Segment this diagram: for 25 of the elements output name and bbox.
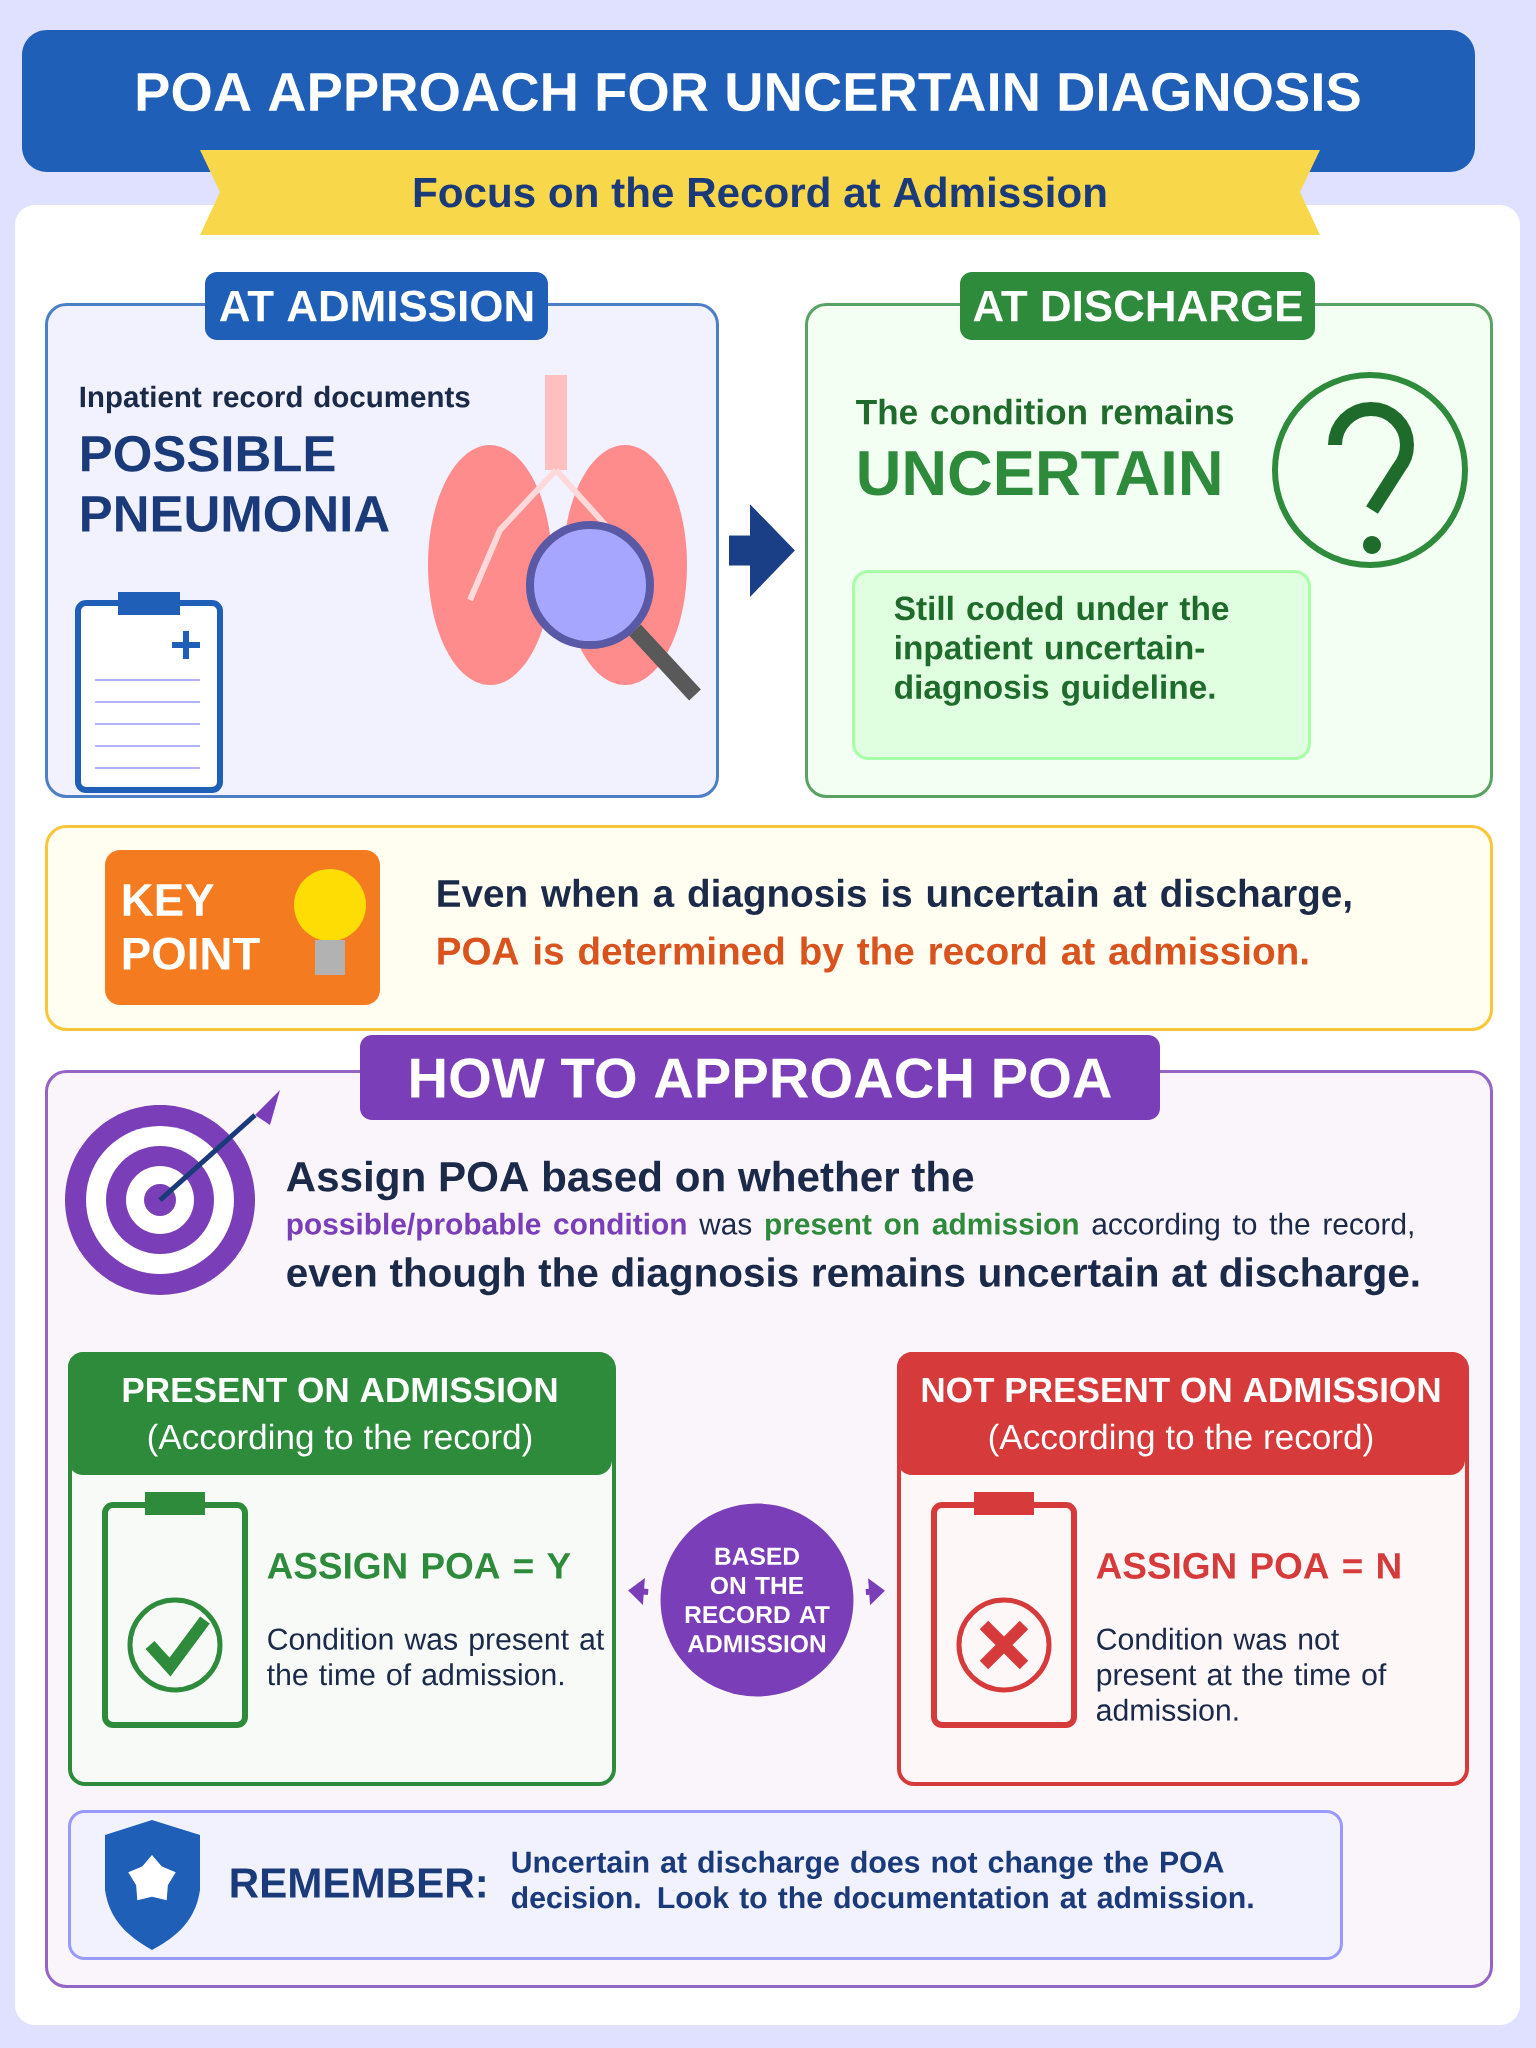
result-heading: ASSIGN POA = Y xyxy=(267,1552,571,1579)
node-label: present on admission xyxy=(766,1212,1078,1241)
card-header: NOT PRESENT ON ADMISSION (According to the record) xyxy=(897,1352,1465,1475)
highlight-text: UNCERTAIN xyxy=(859,450,1220,496)
node-label: possible/probable condition xyxy=(287,1212,686,1241)
body-text: Inpatient record documents xyxy=(80,385,470,414)
body-text: Uncertain at discharge does not change the POA decision. Look to the documentation at admission. xyxy=(511,1850,1253,1909)
subtitle-ribbon: Focus on the Record at Admission xyxy=(200,150,1320,236)
body-text: Condition was present at the time of admission. xyxy=(267,1627,605,1686)
heading-tab: HOW TO APPROACH POA xyxy=(360,1035,1160,1120)
node-label: according to the record, xyxy=(1092,1212,1413,1241)
body-text: Even when a diagnosis is uncertain at discharge, POA is determined by the record at admission. xyxy=(438,878,1351,973)
reminder-heading: REMEMBER: xyxy=(231,1868,485,1898)
node-label: even though the diagnosis remains uncertain at discharge. xyxy=(287,1257,1419,1296)
heading-tab: AT DISCHARGE xyxy=(960,272,1315,340)
card-header: PRESENT ON ADMISSION (According to the record) xyxy=(68,1352,612,1475)
result-heading: ASSIGN POA = N xyxy=(1096,1552,1400,1579)
node-label: was xyxy=(699,1218,752,1235)
note-box: Still coded under the inpatient uncertain-diagnosis guideline. xyxy=(852,570,1311,760)
body-text: The condition remains xyxy=(856,398,1234,425)
body-text: Condition was not present at the time of admission. xyxy=(1097,1627,1387,1721)
body-text: Assign POA based on whether the possible/probable condition was present on admission according to the record, even though the diagnosis remains uncertain at discharge. xyxy=(286,1160,1419,1296)
node-label: Assign POA based on whether the xyxy=(286,1160,974,1201)
highlight-text: POSSIBLE PNEUMONIA xyxy=(82,435,389,532)
heading-tab: AT ADMISSION xyxy=(205,272,548,340)
